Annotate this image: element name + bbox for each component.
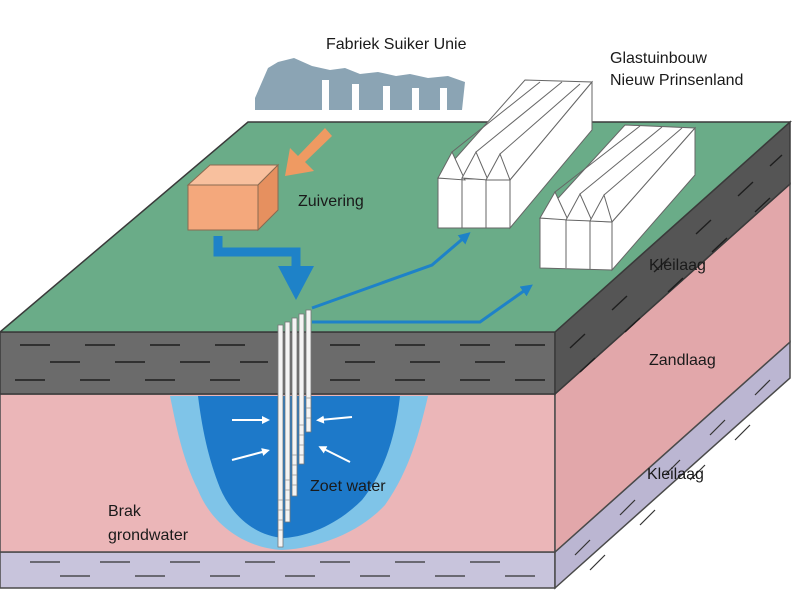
- fresh-water-label: Zoet water: [310, 478, 386, 495]
- inflow-arrows: [231, 415, 353, 463]
- clay-layer-bottom-label: Kleilaag: [647, 466, 704, 483]
- supply-arrows: [311, 232, 533, 324]
- greenhouse-label-line2: Nieuw Prinsenland: [610, 72, 743, 89]
- factory-label: Fabriek Suiker Unie: [326, 36, 467, 53]
- factory-icon: [255, 58, 465, 110]
- purification-label: Zuivering: [298, 193, 364, 210]
- bottom-clay-layer: [0, 340, 791, 590]
- brackish-label-line1: Brak: [108, 503, 142, 520]
- greenhouse-label-line1: Glastuinbouw: [610, 50, 707, 67]
- top-clay-layer: [0, 120, 791, 396]
- clay-layer-top-label: Kleilaag: [649, 257, 706, 274]
- greenhouse-icon: [436, 79, 697, 272]
- brackish-label-line2: grondwater: [108, 527, 189, 544]
- input-arrow-icon: [285, 128, 332, 176]
- well-icon: [277, 309, 312, 548]
- purification-box-icon: [186, 163, 280, 232]
- sand-layer-label: Zandlaag: [649, 352, 716, 369]
- fresh-water-bubble: [170, 396, 428, 550]
- flow-arrow-icon: [213, 236, 314, 300]
